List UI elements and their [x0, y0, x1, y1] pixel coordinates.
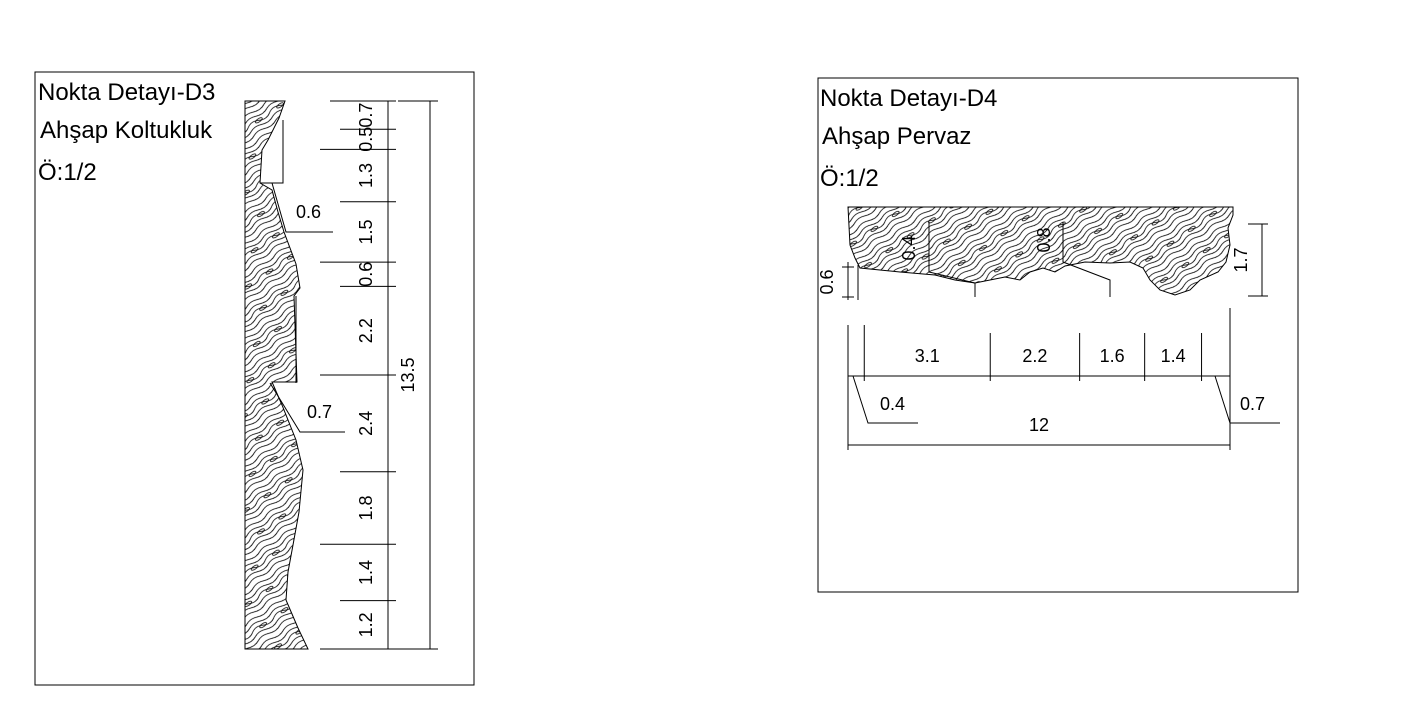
- d3-scale: Ö:1/2: [38, 159, 97, 186]
- d4-inner-b: 0.8: [1034, 227, 1054, 252]
- d3-dim-label: 0.6: [356, 262, 376, 287]
- d3-dim-label: 2.2: [356, 318, 376, 343]
- d3-frame: [34, 71, 475, 686]
- d4-horizontal-dimension: 3.1 2.2 1.6 1.4: [848, 325, 1230, 381]
- d4-title: Nokta Detayı-D4: [820, 85, 997, 112]
- d3-dim-label: 1.4: [356, 560, 376, 585]
- d4-scale: Ö:1/2: [820, 165, 879, 192]
- d3-dim-label: 1.2: [356, 612, 376, 637]
- d3-wood-profile: [244, 100, 309, 650]
- d4-dim-label: 3.1: [915, 346, 940, 366]
- d4-small-leaders: [852, 375, 1280, 424]
- d4-total-label: 12: [1029, 415, 1049, 435]
- d4-total-line: [847, 308, 1231, 450]
- d3-dim-label: 1.5: [356, 219, 376, 244]
- d4-dim-label: 1.4: [1161, 346, 1186, 366]
- d4-inner-a: 0.4: [899, 235, 919, 260]
- d3-title: Nokta Detayı-D3: [38, 79, 215, 106]
- d3-leaders: [260, 120, 345, 433]
- d4-dim-label: 1.6: [1100, 346, 1125, 366]
- detail-d4: Nokta Detayı-D4 Ahşap Pervaz Ö:1/2 0.4 0…: [817, 77, 1299, 593]
- d4-height-right-line: [1248, 223, 1268, 297]
- d3-dim-label: 2.4: [356, 411, 376, 436]
- d4-frame: [817, 77, 1299, 593]
- d4-height-left-line: [842, 262, 854, 300]
- d3-dim-label: 0.5: [356, 127, 376, 152]
- d4-height-left: 0.6: [817, 269, 837, 294]
- d3-total-label: 13.5: [398, 357, 418, 392]
- d4-inner-lines: [857, 222, 1111, 300]
- d3-leader-b: 0.7: [307, 402, 332, 422]
- d3-vertical-dimension: 0.70.5 1.3 1.5 0.6 2.2 2.4 1.8 1.4 1.2: [320, 100, 396, 650]
- d3-dim-label: 1.3: [356, 163, 376, 188]
- d3-leader-a: 0.6: [296, 202, 321, 222]
- d3-dim-label: 1.8: [356, 495, 376, 520]
- d4-dim-label: 2.2: [1022, 346, 1047, 366]
- d4-right-small: 0.7: [1240, 394, 1265, 414]
- d3-dim-label: 0.7: [356, 103, 376, 128]
- d4-subtitle: Ahşap Pervaz: [822, 123, 971, 150]
- detail-d3: Nokta Detayı-D3 Ahşap Koltukluk Ö:1/2 0.…: [34, 71, 475, 686]
- d4-wood-profile: [847, 206, 1234, 296]
- d3-subtitle: Ahşap Koltukluk: [40, 117, 213, 144]
- d4-left-small: 0.4: [880, 394, 905, 414]
- d4-height-right: 1.7: [1231, 247, 1251, 272]
